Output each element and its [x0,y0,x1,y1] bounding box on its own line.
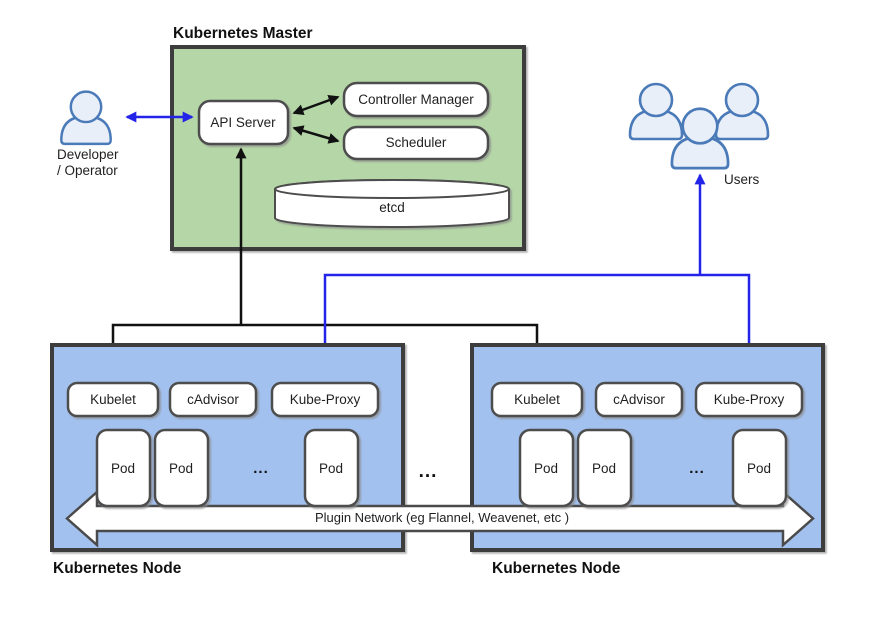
cadvisor-box [594,381,684,418]
pod-label: Pod [319,461,343,476]
pod-box [576,428,633,508]
pods-ellipsis: ... [253,460,269,477]
kube-proxy-label: Kube-Proxy [714,392,785,407]
developer-label-line2: / Operator [57,163,118,178]
kube-proxy-label: Kube-Proxy [290,392,361,407]
node-right-contents: Pod Pod ... Pod Kubelet cAdvisor Kube-Pr… [490,381,804,508]
pod-label: Pod [592,461,616,476]
kube-proxy-box [270,381,380,418]
pod-box [95,428,152,508]
cadvisor-label: cAdvisor [187,392,239,407]
controller-manager-label: Controller Manager [358,92,474,107]
kube-proxy-box [694,381,804,418]
user-person-icon-back-left [628,82,684,141]
arrow-apiserver-controller-manager [292,95,340,115]
pod-box [303,428,360,508]
master-internal-arrows [292,95,340,144]
pod-label: Pod [747,461,771,476]
pod-label: Pod [534,461,558,476]
users-label: Users [724,172,760,187]
user-person-icon-back-right [714,82,770,141]
controller-manager-box [342,81,490,118]
scheduler-label: Scheduler [386,135,447,150]
master-title: Kubernetes Master [173,25,313,42]
kubelet-box [66,381,160,418]
plugin-network-arrow [65,489,815,548]
scheduler-box [342,125,490,161]
users-group-icon [628,82,770,170]
arrow-apiserver-scheduler [292,125,340,144]
pod-box [518,428,575,508]
etcd-cylinder-top [274,179,510,199]
etcd-cylinder [274,179,510,228]
kubelet-box [490,381,584,418]
developer-person-icon [60,90,112,146]
node-left-contents: Pod Pod ... Pod Kubelet cAdvisor Kube-Pr… [66,381,380,508]
plugin-network-label: Plugin Network (eg Flannel, Weavenet, et… [315,510,569,525]
developer-label-line1: Developer [57,147,119,162]
nodes-ellipsis: ... [419,461,438,482]
pod-box [153,428,210,508]
pod-label: Pod [169,461,193,476]
cadvisor-box [168,381,258,418]
pod-box [731,428,788,508]
kubelet-label: Kubelet [514,392,560,407]
api-server-box [197,99,290,146]
pod-label: Pod [111,461,135,476]
kubelet-label: Kubelet [90,392,136,407]
node-right-title: Kubernetes Node [492,560,621,577]
pods-ellipsis: ... [689,460,705,477]
etcd-label: etcd [379,200,405,215]
node-left-title: Kubernetes Node [53,560,182,577]
api-server-label: API Server [210,115,276,130]
cadvisor-label: cAdvisor [613,392,665,407]
